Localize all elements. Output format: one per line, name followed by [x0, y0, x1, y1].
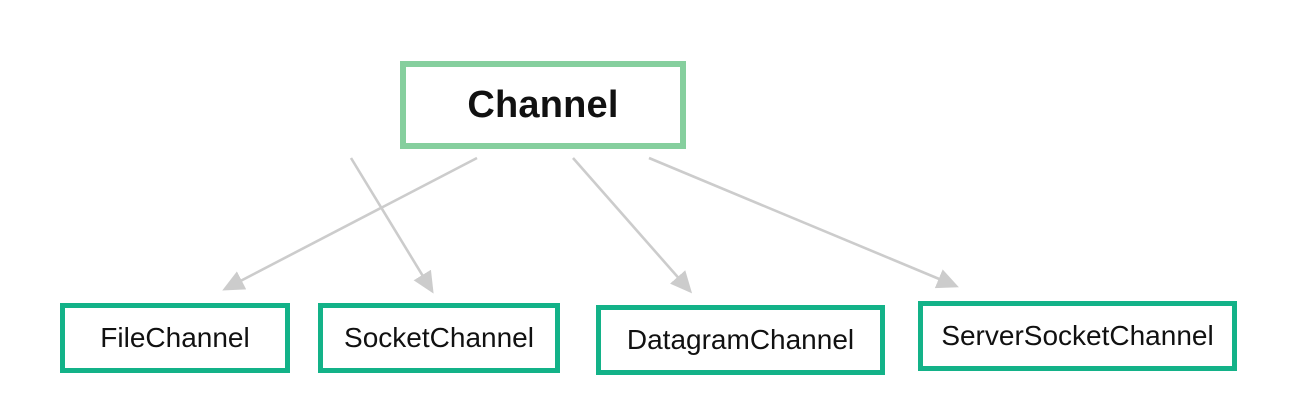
node-serversocketchannel-label: ServerSocketChannel — [941, 320, 1214, 351]
edge-channel-to-socketchannel — [349, 157, 434, 294]
node-serversocketchannel[interactable]: ServerSocketChannel — [918, 301, 1237, 371]
node-channel[interactable]: Channel — [400, 61, 686, 149]
node-datagramchannel-label: DatagramChannel — [626, 324, 855, 355]
node-socketchannel[interactable]: SocketChannel — [318, 303, 560, 373]
node-socketchannel-label: SocketChannel — [344, 322, 534, 353]
edge-channel-to-filechannel — [222, 156, 478, 291]
node-filechannel-label: FileChannel — [100, 322, 250, 353]
node-channel-label: Channel — [467, 84, 619, 126]
edge-channel-to-serversocketchannel — [648, 156, 959, 289]
node-filechannel[interactable]: FileChannel — [60, 303, 290, 373]
node-datagramchannel[interactable]: DatagramChannel — [596, 305, 885, 375]
edge-channel-to-datagramchannel — [572, 157, 693, 294]
